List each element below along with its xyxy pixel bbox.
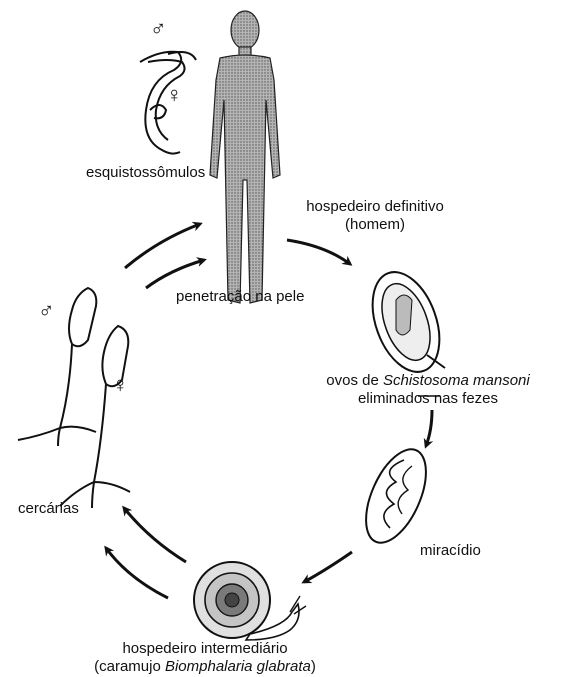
intermediate-species: Biomphalaria glabrata — [165, 658, 311, 675]
female-symbol-worm: ♀ — [166, 84, 183, 106]
label-cercarias: cercárias — [18, 500, 79, 518]
male-symbol-cercaria: ♂ — [38, 300, 55, 322]
arrow-snail-to-cercariae-outer — [106, 548, 168, 598]
label-eggs: ovos de Schistosoma mansoni eliminados n… — [294, 372, 562, 408]
female-symbol-cercaria: ♀ — [112, 374, 129, 396]
human-figure — [210, 11, 280, 303]
definitive-host-title: hospedeiro definitivo — [280, 198, 470, 216]
arrow-eggs-to-miracidium — [426, 410, 432, 446]
eggs-species: Schistosoma mansoni — [383, 372, 530, 389]
arrow-cercariae-to-host-outer — [125, 224, 200, 268]
label-intermediate-host: hospedeiro intermediário (caramujo Biomp… — [60, 640, 350, 676]
intermediate-host-title: hospedeiro intermediário — [60, 640, 350, 658]
snail — [194, 562, 306, 640]
intermediate-prefix: (caramujo — [94, 658, 165, 675]
arrow-miracidium-to-snail — [304, 552, 352, 582]
male-symbol-worm: ♂ — [150, 18, 167, 40]
eggs-line1: ovos de Schistosoma mansoni — [294, 372, 562, 390]
arrow-snail-to-cercariae-inner — [124, 508, 186, 562]
miracidium — [354, 441, 439, 552]
label-penetration: penetração na pele — [176, 288, 304, 306]
label-miracidio: miracídio — [420, 542, 481, 560]
eggs-prefix: ovos de — [326, 372, 383, 389]
label-definitive-host: hospedeiro definitivo (homem) — [280, 198, 470, 234]
arrow-cercariae-to-host-inner — [146, 260, 204, 288]
schistosoma-egg — [360, 263, 452, 381]
label-esquistossomulos: esquistossômulos — [86, 164, 205, 182]
cercariae — [18, 288, 130, 508]
intermediate-suffix: ) — [311, 658, 316, 675]
eggs-line2: eliminados nas fezes — [294, 390, 562, 408]
arrow-host-to-eggs — [287, 240, 350, 264]
definitive-host-sub: (homem) — [280, 216, 470, 234]
intermediate-host-sub: (caramujo Biomphalaria glabrata) — [60, 658, 350, 676]
